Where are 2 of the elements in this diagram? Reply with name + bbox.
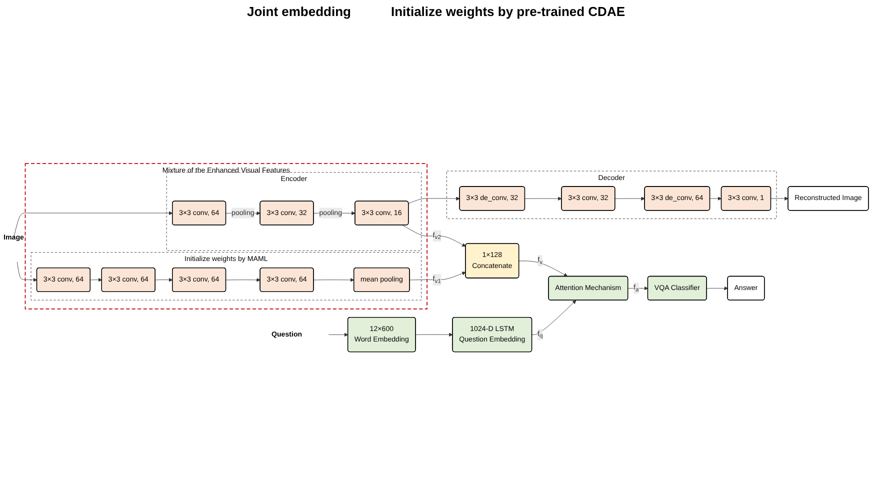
annotation-text: Initialize weights by pre-trained CDAE bbox=[390, 4, 626, 19]
annotation-text: Joint embedding bbox=[246, 4, 351, 19]
